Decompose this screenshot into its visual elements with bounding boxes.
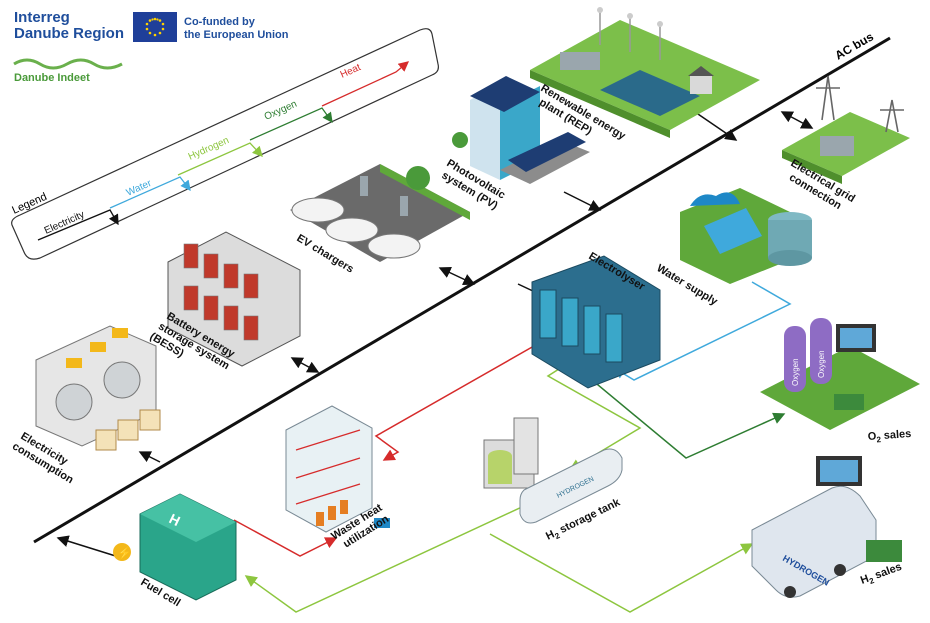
legend-item-water: Water	[109, 176, 191, 209]
legend-title: Legend	[10, 191, 48, 217]
h2-sales-icon: HYDROGEN	[751, 456, 902, 598]
interreg-logo: Interreg Danube Region	[14, 10, 124, 42]
ev-chargers-icon	[290, 164, 470, 262]
arrow-rep-bus	[694, 111, 738, 141]
water-supply-icon	[680, 188, 812, 284]
renewable-plant-icon	[530, 7, 760, 138]
arrow-fuelcell-bus	[56, 535, 123, 559]
arrow-heat-electrolyser	[374, 337, 549, 461]
h2-sales-label: H2 sales	[859, 561, 904, 589]
battery-storage-icon	[167, 231, 301, 367]
arrow-bess-bus	[290, 357, 320, 373]
electrolyser-icon	[531, 255, 661, 389]
legend-item-hydrogen: Hydrogen	[177, 135, 263, 176]
legend-label-hydrogen: Hydrogen	[187, 135, 231, 163]
legend-item-oxygen: Oxygen	[249, 99, 333, 141]
electricity-consumption-icon	[35, 325, 161, 451]
wave-icon	[13, 58, 123, 70]
h2-storage-icon: HYDROGEN	[483, 417, 623, 524]
oxygen-tank-label-2: Oxygen	[817, 350, 826, 378]
eu-funding-text: Co-funded by the European Union	[184, 16, 289, 42]
arrow-pv-bus	[563, 191, 602, 211]
arrow-oxygen-sales	[579, 369, 786, 459]
eu-line2: the European Union	[184, 29, 289, 41]
o2-sales-label: O2 sales	[867, 428, 911, 445]
arrow-bus-consumption	[138, 451, 161, 463]
grid-connection-icon	[782, 75, 910, 184]
lightning-icon: ⚡	[117, 546, 132, 560]
arrow-hydrogen-fuelcell	[244, 505, 525, 613]
ac-bus-line	[33, 36, 891, 544]
logo-line2: Danube Region	[14, 25, 125, 42]
oxygen-tank-label-1: Oxygen	[791, 358, 800, 386]
legend-label-oxygen: Oxygen	[263, 99, 299, 123]
eu-line1: Co-funded by	[184, 16, 255, 28]
photovoltaic-icon	[452, 76, 590, 184]
legend-item-heat: Heat	[321, 61, 409, 107]
legend-label-heat: Heat	[339, 62, 363, 81]
arrow-ev-bus	[438, 267, 476, 285]
legend-item-electricity: Electricity	[37, 209, 119, 241]
electricity-flows	[56, 111, 814, 559]
logo-line1: Interreg	[14, 9, 70, 26]
arrow-hydrogen-sales	[489, 533, 754, 613]
fuel-cell-icon: H ⚡	[113, 493, 237, 601]
eu-flag-icon	[133, 12, 177, 42]
o2-sales-icon: Oxygen Oxygen	[760, 318, 920, 430]
arrow-grid-bus	[780, 111, 814, 129]
arrow-heat-fuelcell	[233, 519, 338, 557]
waste-heat-icon	[285, 405, 390, 533]
project-name: Danube Indeet	[14, 72, 90, 84]
